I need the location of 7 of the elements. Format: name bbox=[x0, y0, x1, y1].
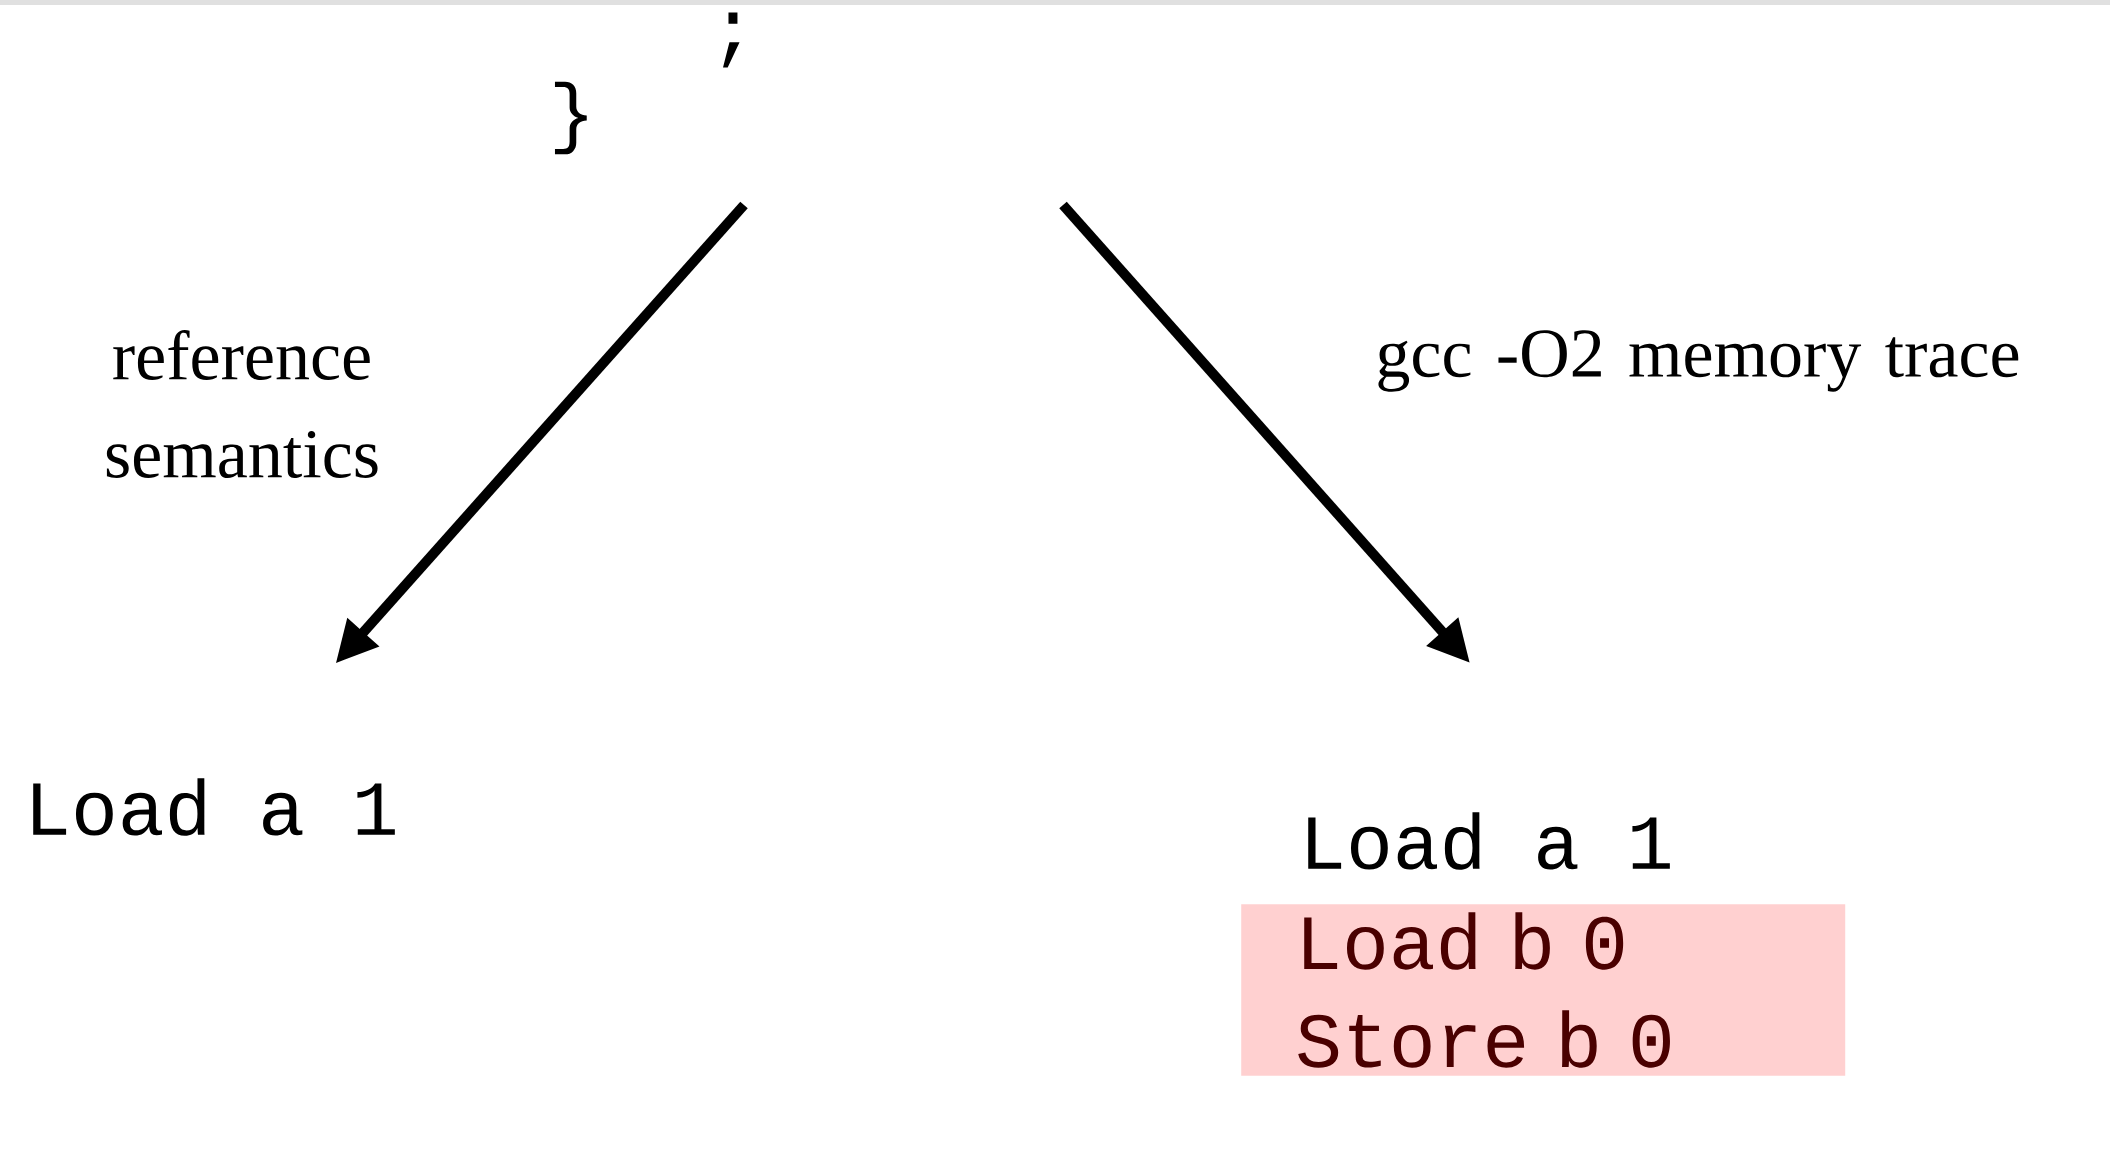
edge-label: gcc -O2 memory trace bbox=[1378, 330, 2019, 392]
edge-label: reference semantics bbox=[106, 330, 378, 478]
highlight-box: Load b 0 Store b 0 bbox=[1241, 904, 1846, 1076]
code-text: ; bbox=[723, 12, 740, 68]
code-text: } bbox=[554, 81, 587, 155]
code-text: Load a 1 bbox=[33, 778, 395, 836]
code-text: Load a 1 bbox=[1308, 812, 1670, 870]
